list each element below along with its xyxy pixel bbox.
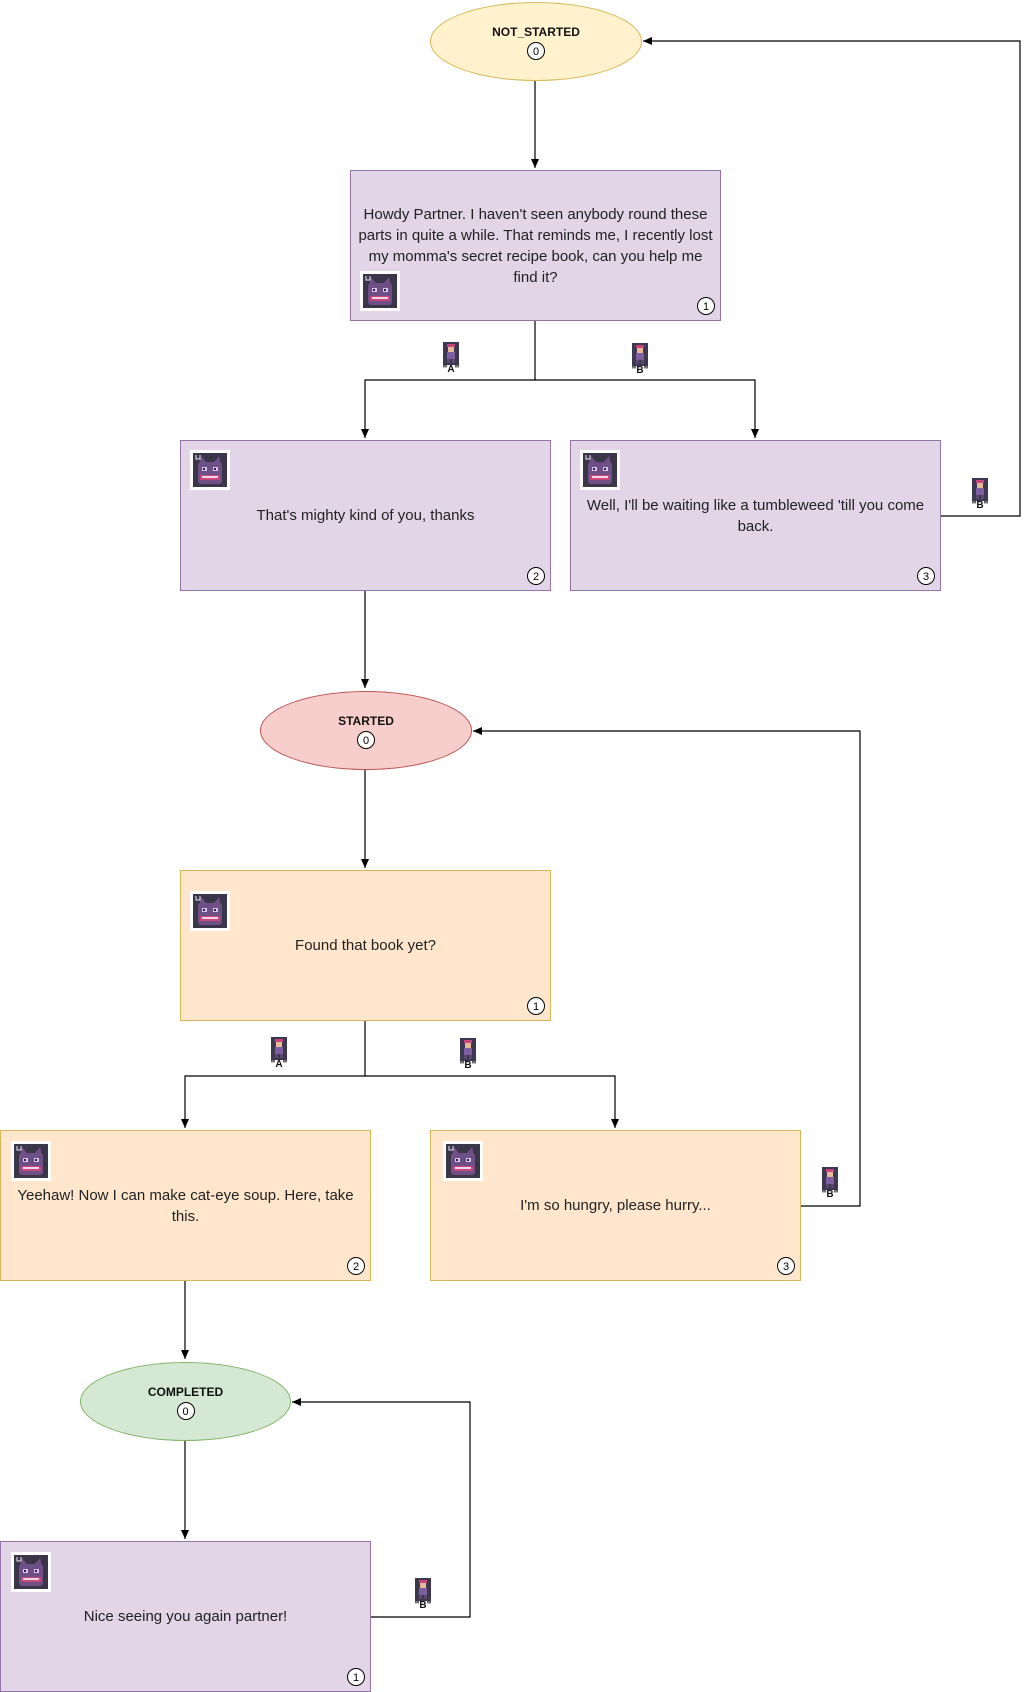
dialog-text: That's mighty kind of you, thanks xyxy=(256,507,475,524)
cat-npc-icon xyxy=(11,1141,51,1181)
dialog-index-badge: 1 xyxy=(697,297,715,315)
edge-dialog1-to-dialog3 xyxy=(535,379,759,438)
player-sprite-icon xyxy=(969,478,991,501)
state-label: STARTED xyxy=(338,714,394,728)
dialog-index-badge: 2 xyxy=(347,1257,365,1275)
player-sprite-icon xyxy=(457,1038,479,1061)
dialog-index-badge: 2 xyxy=(527,567,545,585)
cat-npc-icon xyxy=(190,450,230,490)
dialog-text: Yeehaw! Now I can make cat-eye soup. Her… xyxy=(17,1186,354,1225)
dialog-text: Howdy Partner. I haven't seen anybody ro… xyxy=(358,205,713,286)
dialog-node-co-1[interactable]: Nice seeing you again partner! 1 xyxy=(0,1541,371,1692)
player-sprite-icon xyxy=(440,342,462,365)
edge-dialog1-to-dialog2 xyxy=(361,320,536,438)
dialog-node-ns-2[interactable]: That's mighty kind of you, thanks 2 xyxy=(180,440,551,591)
player-sprite-icon xyxy=(819,1167,841,1190)
dialog-index-badge: 3 xyxy=(777,1257,795,1275)
dialog-node-st-1[interactable]: Found that book yet? 1 xyxy=(180,870,551,1021)
choice-a-label: "A" xyxy=(440,342,462,375)
cat-npc-icon xyxy=(190,891,230,931)
choice-b-label: "B" xyxy=(629,343,651,376)
cat-npc-icon xyxy=(443,1141,483,1181)
player-sprite-icon xyxy=(412,1578,434,1601)
dialog-text: Well, I'll be waiting like a tumbleweed … xyxy=(586,496,925,535)
edge-co1-back-to-completed xyxy=(292,1398,471,1618)
dialog-index-badge: 1 xyxy=(527,997,545,1015)
dialog-node-ns-1[interactable]: Howdy Partner. I haven't seen anybody ro… xyxy=(350,170,721,321)
dialog-index-badge: 3 xyxy=(917,567,935,585)
dialog-text: Nice seeing you again partner! xyxy=(83,1608,288,1625)
player-sprite-icon xyxy=(268,1037,290,1060)
cat-npc-icon xyxy=(580,450,620,490)
edge-st1-to-st3 xyxy=(365,1075,619,1128)
cat-npc-icon xyxy=(360,271,400,311)
state-index-badge: 0 xyxy=(527,42,545,60)
state-index-badge: 0 xyxy=(176,1402,195,1420)
dialog-node-st-3[interactable]: I'm so hungry, please hurry... 3 xyxy=(430,1130,801,1281)
dialog-text: Found that book yet? xyxy=(295,937,436,954)
choice-b-label: "B" xyxy=(457,1038,479,1071)
state-label: COMPLETED xyxy=(147,1385,224,1399)
state-label: NOT_STARTED xyxy=(492,25,580,39)
player-sprite-icon xyxy=(629,343,651,366)
dialog-node-ns-3[interactable]: Well, I'll be waiting like a tumbleweed … xyxy=(570,440,941,591)
state-started[interactable]: STARTED 0 xyxy=(260,691,472,770)
state-index-badge: 0 xyxy=(357,731,375,749)
choice-b-label: "B" xyxy=(412,1578,434,1611)
choice-a-label: "A" xyxy=(268,1037,290,1070)
dialog-text: I'm so hungry, please hurry... xyxy=(520,1197,711,1214)
cat-npc-icon xyxy=(11,1552,51,1592)
state-completed[interactable]: COMPLETED 0 xyxy=(80,1362,291,1441)
choice-b-label: "B" xyxy=(969,478,991,511)
choice-b-label: "B" xyxy=(819,1167,841,1200)
edge-st1-to-st2 xyxy=(181,1021,366,1128)
state-not-started[interactable]: NOT_STARTED 0 xyxy=(430,2,642,81)
dialog-index-badge: 1 xyxy=(347,1668,365,1686)
dialog-node-st-2[interactable]: Yeehaw! Now I can make cat-eye soup. Her… xyxy=(0,1130,371,1281)
edge-st3-back-to-started xyxy=(473,727,861,1207)
edge-dialog3-back-to-notstarted xyxy=(643,37,1021,517)
